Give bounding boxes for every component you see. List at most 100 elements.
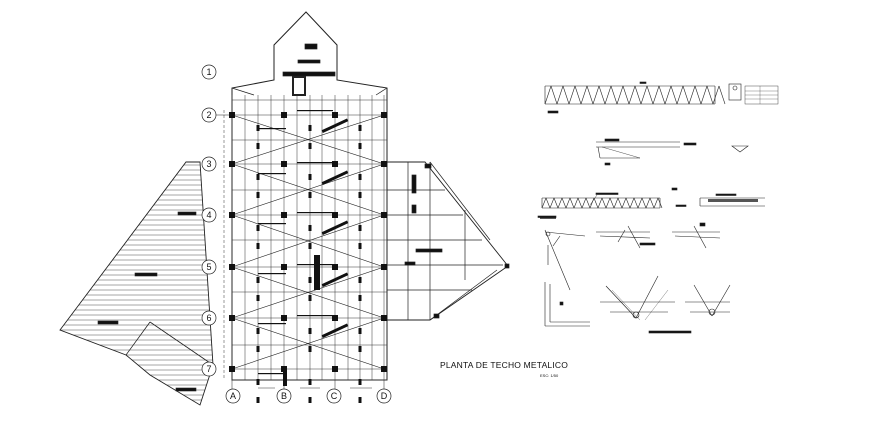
truss-web-member — [637, 197, 643, 209]
truss-label-mark — [297, 264, 333, 266]
purlin-mark — [256, 328, 260, 334]
truss-web-member — [586, 85, 594, 105]
purlin-mark — [358, 346, 362, 352]
purlin-mark — [358, 379, 362, 385]
column-mark — [314, 255, 320, 290]
purlin-mark — [358, 397, 362, 403]
purlin-mark — [358, 295, 362, 301]
row-bubble — [201, 107, 217, 123]
truss-web-member — [544, 85, 552, 105]
row-label: 4 — [206, 210, 211, 220]
column-label: A — [230, 391, 236, 401]
purlin-mark — [256, 143, 260, 149]
cross-bracing — [231, 114, 385, 370]
brace-line — [231, 317, 385, 370]
column-mark — [381, 264, 387, 270]
truss-web-member — [658, 85, 666, 105]
column-mark — [332, 315, 338, 321]
purlin-mark — [358, 192, 362, 198]
truss-web-member — [569, 197, 575, 209]
column-mark — [229, 212, 235, 218]
row-bubble — [201, 156, 217, 172]
purlin-mark — [256, 225, 260, 231]
column-mark — [281, 315, 287, 321]
truss-label-mark — [258, 273, 286, 275]
truss-elevation-detail — [544, 81, 779, 114]
brace-line — [231, 266, 385, 319]
row-bubble — [201, 207, 217, 223]
truss-web-member — [649, 197, 655, 209]
purlin-mark — [256, 397, 260, 403]
truss-web-member — [565, 197, 571, 209]
column-mark — [381, 112, 387, 118]
grid-horizontal-lines — [223, 99, 387, 381]
column-mark — [281, 212, 287, 218]
truss-web-member — [646, 85, 654, 105]
purlin-mark — [256, 174, 260, 180]
row-label: 2 — [206, 110, 211, 120]
column-mark — [332, 366, 338, 372]
row-label: 1 — [206, 67, 211, 77]
truss-web-member — [622, 85, 630, 105]
column-mark — [229, 366, 235, 372]
column-mark — [281, 161, 287, 167]
truss-mark — [321, 272, 349, 288]
truss-web-member — [605, 197, 611, 209]
truss-mark — [321, 170, 349, 186]
purlin-mark — [256, 379, 260, 385]
truss-web-member — [657, 197, 663, 209]
purlin-mark — [308, 277, 312, 283]
row-bubble — [201, 310, 217, 326]
column-mark — [332, 112, 338, 118]
truss-web-member — [706, 85, 714, 105]
column-mark — [332, 264, 338, 270]
truss-mark — [321, 118, 349, 134]
purlin-mark — [308, 192, 312, 198]
column-mark — [381, 212, 387, 218]
purlin-mark — [308, 243, 312, 249]
truss-label-mark — [297, 315, 333, 317]
truss-web-member — [550, 85, 558, 105]
column-label: B — [281, 391, 287, 401]
purlin-mark — [358, 125, 362, 131]
column-mark — [332, 212, 338, 218]
right-wing — [387, 161, 510, 321]
purlin-mark — [308, 379, 312, 385]
column-mark — [332, 161, 338, 167]
row-label: 3 — [206, 159, 211, 169]
truss-web-member — [688, 85, 696, 105]
column-mark — [381, 366, 387, 372]
purlin-mark — [308, 174, 312, 180]
purlin-mark — [358, 143, 362, 149]
truss-web-member — [694, 85, 702, 105]
truss-web-member — [640, 85, 648, 105]
row-label: 6 — [206, 313, 211, 323]
purlin-mark — [308, 225, 312, 231]
truss-web-member — [585, 197, 591, 209]
column-mark — [381, 315, 387, 321]
truss-web-member — [541, 197, 547, 209]
row-label: 7 — [206, 364, 211, 374]
truss-label-mark — [258, 323, 286, 325]
truss-web-member — [625, 197, 631, 209]
row-bubble — [201, 259, 217, 275]
truss-web-member — [545, 197, 551, 209]
truss-label-mark — [297, 162, 333, 164]
truss-web-member — [616, 85, 624, 105]
left-hatched-wing — [59, 161, 214, 406]
row-label: 5 — [206, 262, 211, 272]
dimension-marks — [258, 366, 372, 389]
truss-web-member — [700, 85, 708, 105]
column-bubble — [276, 388, 292, 404]
truss-web-member — [682, 85, 690, 105]
truss-web-member — [592, 85, 600, 105]
grid-vertical-lines — [231, 95, 385, 380]
purlin-mark — [358, 225, 362, 231]
truss-web-member — [557, 197, 563, 209]
brace-line — [231, 114, 385, 165]
truss-web-member — [589, 197, 595, 209]
drawing-scale: ESC: 1/50 — [540, 373, 559, 378]
truss-web-member — [613, 197, 619, 209]
truss-web-member — [577, 197, 583, 209]
